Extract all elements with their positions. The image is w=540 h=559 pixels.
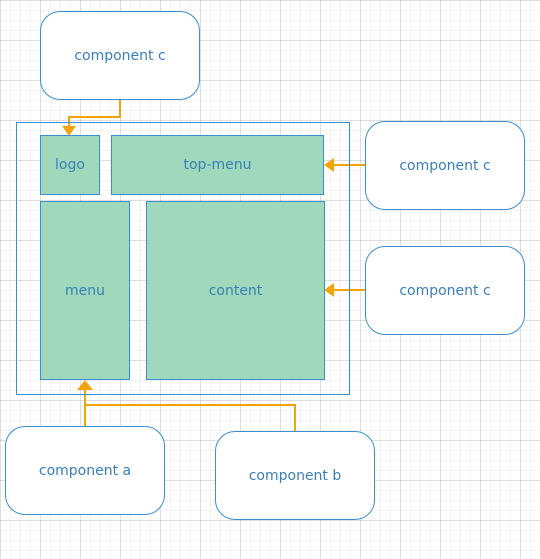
menu-region[interactable]: menu (40, 201, 130, 380)
content-label: content (208, 282, 263, 299)
component-c-right-top[interactable]: component c (365, 121, 525, 210)
component-a-label: component a (38, 462, 132, 479)
component-c-right-mid[interactable]: component c (365, 246, 525, 335)
arrowhead-content (324, 283, 334, 297)
top-menu-region[interactable]: top-menu (111, 135, 324, 195)
component-b[interactable]: component b (215, 431, 375, 520)
component-c-right-top-label: component c (399, 157, 491, 174)
component-b-label: component b (248, 467, 342, 484)
logo-label: logo (55, 157, 85, 173)
component-c-right-mid-label: component c (399, 282, 491, 299)
component-c-top-label: component c (74, 47, 166, 64)
arrowhead-logo (62, 126, 76, 136)
component-a[interactable]: component a (5, 426, 165, 515)
layout-frame (16, 122, 350, 395)
top-menu-label: top-menu (183, 157, 252, 173)
logo-region[interactable]: logo (40, 135, 100, 195)
menu-label: menu (65, 282, 105, 299)
component-c-top[interactable]: component c (40, 11, 200, 100)
arrowhead-top-menu (324, 158, 334, 172)
content-region[interactable]: content (146, 201, 325, 380)
arrowhead-menu (77, 380, 93, 390)
